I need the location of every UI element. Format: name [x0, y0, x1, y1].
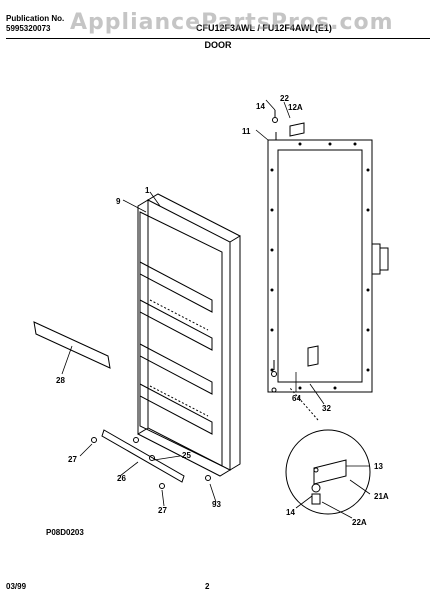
callout-11: 11: [242, 127, 251, 136]
top-hinge-parts: [272, 110, 305, 140]
publication-block: Publication No. 5995320073: [6, 14, 64, 34]
callout-32: 32: [322, 404, 331, 413]
door-handle: [371, 243, 389, 275]
drawing-code: P08D0203: [46, 528, 84, 537]
section-title: DOOR: [204, 40, 232, 50]
callout-27-lower: 27: [158, 506, 167, 515]
callout-12a: 12A: [288, 103, 303, 112]
callout-21a: 21A: [374, 492, 389, 501]
callout-93: 93: [212, 500, 221, 509]
main-door: [137, 193, 241, 477]
callout-14: 14: [256, 102, 265, 111]
callout-1: 1: [145, 186, 150, 195]
callout-27-upper: 27: [68, 455, 77, 464]
callout-22a: 22A: [352, 518, 367, 527]
callout-9: 9: [116, 197, 121, 206]
callout-28: 28: [56, 376, 65, 385]
footer-date: 03/99: [6, 582, 27, 591]
watermark: AppliancePartsPros.com: [70, 10, 394, 35]
gasket-rivets: [270, 142, 370, 390]
screws: [91, 437, 211, 489]
callout-13: 13: [374, 462, 383, 471]
detail-circle: [285, 387, 371, 515]
callout-14-detail: 14: [286, 508, 295, 517]
callout-26: 26: [117, 474, 126, 483]
callout-64: 64: [292, 394, 301, 403]
callout-25: 25: [182, 451, 191, 460]
lower-shelf-bar: [101, 429, 185, 483]
page-number: 2: [205, 582, 210, 591]
leader-lines: [61, 99, 371, 519]
bottom-bracket: [271, 345, 319, 393]
shelf-bar: [33, 321, 111, 369]
header-rule: [6, 38, 430, 39]
door-gasket: [267, 139, 373, 393]
publication-number: 5995320073: [6, 24, 51, 33]
model-number: CFU12F3AWL / FU12F4AWL(E1): [196, 23, 332, 33]
callout-22: 22: [280, 94, 289, 103]
publication-label: Publication No.: [6, 14, 65, 23]
door-shelves: [139, 261, 213, 435]
